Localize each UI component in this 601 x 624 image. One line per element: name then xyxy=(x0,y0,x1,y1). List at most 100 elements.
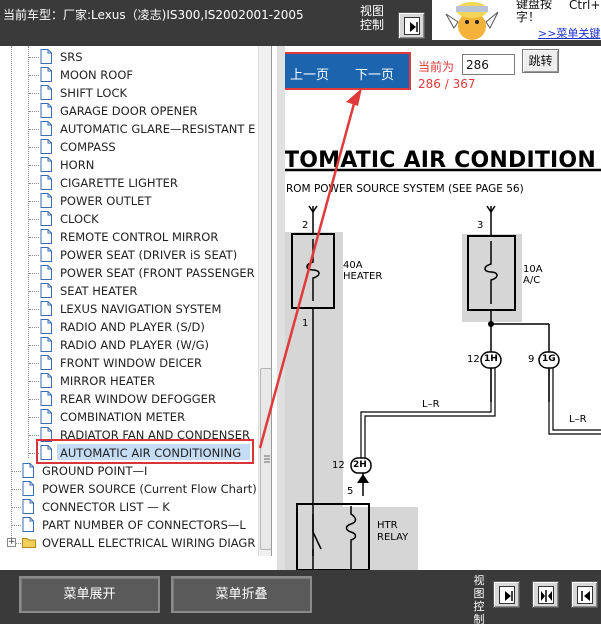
jump-button[interactable]: 跳转 xyxy=(522,49,559,73)
view-split-button[interactable] xyxy=(532,581,559,608)
tree-item[interactable]: POWER SEAT (FRONT PASSENGER xyxy=(0,264,258,282)
document-icon xyxy=(40,409,52,424)
htr-relay-label: HTR RELAY xyxy=(377,520,409,543)
tree-item-label: HORN xyxy=(60,158,95,172)
wire-lr-label-1: L–R xyxy=(422,399,440,410)
diagram-title: TOMATIC AIR CONDITION xyxy=(284,148,596,173)
connector-2h-label: 2H xyxy=(353,460,367,470)
page-number-input[interactable] xyxy=(462,54,515,75)
tree-connector xyxy=(12,507,21,508)
tree-item[interactable]: RADIO AND PLAYER (W/G) xyxy=(0,336,258,354)
tree-item-label: CLOCK xyxy=(60,212,99,226)
tree-item[interactable]: LEXUS NAVIGATION SYSTEM xyxy=(0,300,258,318)
tree-item[interactable]: AUTOMATIC GLARE—RESISTANT E xyxy=(0,120,258,138)
tree-item[interactable]: POWER SEAT (DRIVER iS SEAT) xyxy=(0,246,258,264)
document-icon xyxy=(40,373,52,388)
tree-item-label: POWER SOURCE (Current Flow Chart) xyxy=(42,482,257,496)
tree-item[interactable]: CLOCK xyxy=(0,210,258,228)
tree-item[interactable]: REMOTE CONTROL MIRROR xyxy=(0,228,258,246)
tree-connector xyxy=(12,525,21,526)
tree-item[interactable]: RADIO AND PLAYER (S/D) xyxy=(0,318,258,336)
tree-connector xyxy=(29,237,39,238)
tree-item[interactable]: COMPASS xyxy=(0,138,258,156)
tree-item[interactable]: POWER SOURCE (Current Flow Chart) xyxy=(0,480,258,498)
grip-icon xyxy=(264,455,270,463)
tree-item-label: POWER OUTLET xyxy=(60,194,152,208)
pin-3-label: 3 xyxy=(477,220,484,231)
tree-connector xyxy=(29,147,39,148)
tree-scroll-thumb[interactable] xyxy=(260,368,271,550)
previous-page-button[interactable]: 上一页 xyxy=(290,68,330,83)
tree-connector xyxy=(29,201,39,202)
tree-item[interactable]: MIRROR HEATER xyxy=(0,372,258,390)
tree-connector xyxy=(12,543,21,544)
document-icon xyxy=(40,445,52,460)
tree-item[interactable]: CONNECTOR LIST — K xyxy=(0,498,258,516)
tree-item[interactable]: FRONT WINDOW DEICER xyxy=(0,354,258,372)
view-prev-button[interactable] xyxy=(571,581,598,608)
tree-item-label: POWER SEAT (DRIVER iS SEAT) xyxy=(60,248,238,262)
tree-item[interactable]: PART NUMBER OF CONNECTORS—L xyxy=(0,516,258,534)
view-single-button[interactable] xyxy=(493,581,520,608)
advertisement-banner[interactable]: 键盘按 字！ Ctrl+ >>菜单关键 xyxy=(432,0,601,40)
tree-item[interactable]: HORN xyxy=(0,156,258,174)
document-icon xyxy=(40,319,52,334)
tree-item-label: RADIO AND PLAYER (W/G) xyxy=(60,338,209,352)
tree-item-label: COMBINATION METER xyxy=(60,410,186,424)
pin-2-label: 2 xyxy=(302,220,309,231)
pin-9-label: 9 xyxy=(528,354,535,365)
tree-item[interactable]: MOON ROOF xyxy=(0,66,258,84)
tree-connector xyxy=(29,327,39,328)
tree-item-label: FRONT WINDOW DEICER xyxy=(60,356,203,370)
tree-guide-line xyxy=(28,46,29,458)
expand-menu-button[interactable]: 菜单展开 xyxy=(19,576,160,613)
document-icon xyxy=(40,283,52,298)
ad-menu-link[interactable]: >>菜单关键 xyxy=(538,27,601,40)
tree-item[interactable]: GROUND POINT—I xyxy=(0,462,258,480)
view-next-button[interactable] xyxy=(398,12,425,39)
tree-item-label: LEXUS NAVIGATION SYSTEM xyxy=(60,302,222,316)
tree-item-label: SRS xyxy=(60,50,83,64)
play-right-icon xyxy=(505,591,513,601)
wiring-diagram-page: TOMATIC AIR CONDITION ROM POWER SOURCE S… xyxy=(277,94,601,570)
tree-scrollbar[interactable] xyxy=(258,46,271,556)
tree-connector xyxy=(29,75,39,76)
page-navigation: 上一页 下一页 当前为 跳转 286 / 367 xyxy=(277,46,601,94)
tree-item[interactable]: SEAT HEATER xyxy=(0,282,258,300)
tree-item[interactable]: AUTOMATIC AIR CONDITIONING xyxy=(0,444,258,462)
document-icon xyxy=(40,301,52,316)
tree-folder-item[interactable]: +OVERALL ELECTRICAL WIRING DIAGR xyxy=(0,534,258,552)
bottom-toolbar: 菜单展开 菜单折叠 视图控制 xyxy=(0,570,601,624)
diagram-subtitle: ROM POWER SOURCE SYSTEM (SEE PAGE 56) xyxy=(286,183,524,195)
document-icon xyxy=(40,337,52,352)
document-icon xyxy=(40,265,52,280)
pin-12-label: 12 xyxy=(467,354,480,365)
tree-connector xyxy=(29,399,39,400)
tree-item-label: MIRROR HEATER xyxy=(60,374,156,388)
play-right-icon xyxy=(410,22,418,32)
selection-highlight xyxy=(57,444,250,460)
tree-connector xyxy=(29,309,39,310)
tree-item[interactable]: REAR WINDOW DEFOGGER xyxy=(0,390,258,408)
document-icon xyxy=(40,391,52,406)
document-icon xyxy=(22,517,34,532)
tree-connector xyxy=(29,183,39,184)
document-icon xyxy=(40,121,52,136)
tree-item[interactable]: POWER OUTLET xyxy=(0,192,258,210)
tree-item[interactable]: SHIFT LOCK xyxy=(0,84,258,102)
collapse-menu-button[interactable]: 菜单折叠 xyxy=(171,576,312,613)
current-car-model: 当前车型：厂家:Lexus（凌志)IS300,IS2002001-2005 xyxy=(3,8,304,22)
tree-item[interactable]: COMBINATION METER xyxy=(0,408,258,426)
tree-connector xyxy=(29,111,39,112)
tree-item[interactable]: GARAGE DOOR OPENER xyxy=(0,102,258,120)
expand-toggle-icon[interactable]: + xyxy=(7,537,16,547)
tree-item[interactable]: SRS xyxy=(0,48,258,66)
viewer-scrollbar[interactable] xyxy=(277,46,285,570)
pin-5-label: 5 xyxy=(347,486,354,497)
tree-connector xyxy=(29,363,39,364)
current-page-label: 当前为 xyxy=(418,60,455,74)
connector-1h-label: 1H xyxy=(484,354,498,364)
tree-item[interactable]: CIGARETTE LIGHTER xyxy=(0,174,258,192)
next-page-button[interactable]: 下一页 xyxy=(355,68,395,83)
pin-12b-label: 12 xyxy=(332,460,345,471)
